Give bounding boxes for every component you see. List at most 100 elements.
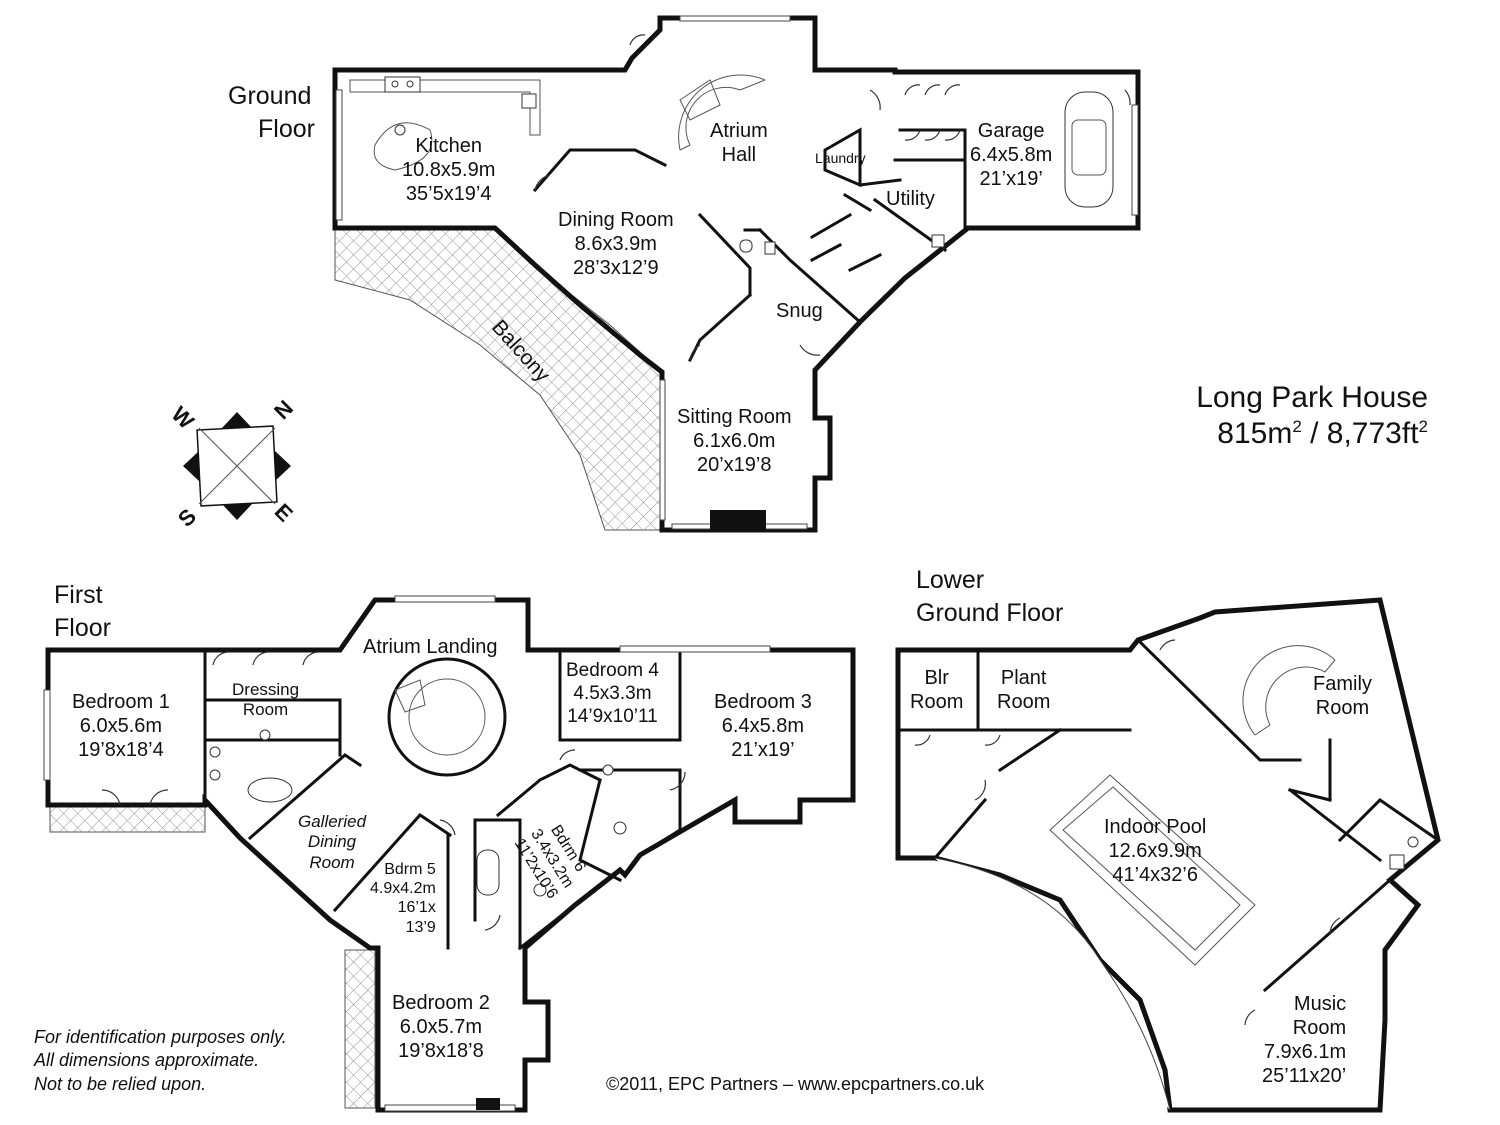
lower-ground-floor-plan: [895, 597, 1441, 1113]
first-floor-title-line2: Floor: [54, 613, 111, 642]
room-label-atrium-hall: Atrium Hall: [710, 119, 768, 167]
music-imperial: 25’11x20’: [1262, 1065, 1347, 1087]
plant-line2: Room: [997, 691, 1051, 713]
bedroom1-name: Bedroom 1: [72, 691, 170, 713]
room-label-snug: Snug: [776, 299, 823, 323]
lower-internal-walls: [896, 637, 1441, 993]
bedroom4-imperial: 14’9x10’11: [567, 705, 658, 727]
family-line1: Family: [1313, 673, 1372, 695]
pool-name: Indoor Pool: [1104, 816, 1207, 838]
lower-floor-title: Lower Ground Floor: [916, 564, 1063, 629]
atrium-landing-name: Atrium Landing: [363, 636, 498, 658]
dressing-line1: Dressing: [232, 680, 300, 699]
sitting-metric: 6.1x6.0m: [693, 430, 776, 452]
room-label-dining: Dining Room 8.6x3.9m 28’3x12’9: [558, 208, 674, 280]
first-floor-title-line1: First: [54, 581, 103, 609]
room-label-bedroom3: Bedroom 3 6.4x5.8m 21’x19’: [714, 690, 812, 762]
bedroom3-metric: 6.4x5.8m: [721, 715, 805, 737]
pool-metric: 12.6x9.9m: [1108, 840, 1202, 862]
room-label-garage: Garage 6.4x5.8m 21’x19’: [970, 119, 1052, 191]
room-label-laundry: Laundry: [815, 150, 866, 167]
ground-outer-wall: [332, 15, 1141, 533]
music-line1: Music: [1293, 993, 1347, 1015]
bedroom2-name: Bedroom 2: [392, 992, 490, 1014]
bedroom4-name: Bedroom 4: [566, 660, 659, 681]
room-label-atrium-landing: Atrium Landing: [363, 635, 498, 659]
lower-floor-title-line2: Ground Floor: [916, 598, 1064, 627]
bedroom3-imperial: 21’x19’: [731, 739, 795, 761]
sitting-room-fireplace: [710, 510, 766, 530]
house-area-metric-exponent: 2: [1292, 417, 1302, 436]
first-outer-wall: [45, 597, 856, 1113]
kitchen-imperial: 35’5x19’4: [405, 183, 492, 205]
room-label-bedroom2: Bedroom 2 6.0x5.7m 19’8x18’8: [392, 991, 490, 1063]
ground-internal-walls: [532, 127, 967, 363]
room-label-dressing: Dressing Room: [232, 680, 299, 721]
first-spiral-stair: [387, 657, 507, 777]
room-label-family: Family Room: [1313, 672, 1372, 720]
music-line2: Room: [1292, 1017, 1347, 1039]
disclaimer-line2: All dimensions approximate.: [34, 1050, 260, 1071]
garage-car-icon: [1064, 91, 1114, 208]
pool-imperial: 41’4x32’6: [1112, 864, 1198, 886]
ground-floor-title-line2: Floor: [258, 114, 315, 143]
music-metric: 7.9x6.1m: [1263, 1041, 1347, 1063]
kitchen-name: Kitchen: [415, 135, 483, 157]
blr-line2: Room: [910, 691, 964, 713]
room-label-plant: Plant Room: [997, 666, 1050, 714]
utility-name: Utility: [886, 188, 935, 210]
galleried-line1: Galleried: [298, 812, 367, 831]
room-label-bedroom4: Bedroom 4 4.5x3.3m 14’9x10’11: [566, 660, 659, 728]
plant-line1: Plant: [1000, 667, 1047, 689]
bdrm5-name: Bdrm 5: [384, 861, 436, 878]
atrium-hall-line1: Atrium: [710, 120, 768, 142]
family-line2: Room: [1315, 697, 1370, 719]
room-label-bdrm5: Bdrm 5 4.9x4.2m 16’1x 13’9: [370, 860, 436, 937]
disclaimer-line3: Not to be relied upon.: [34, 1073, 207, 1094]
dining-imperial: 28’3x12’9: [572, 257, 659, 279]
blr-line1: Blr: [924, 667, 949, 689]
compass-rose: [183, 412, 291, 520]
indoor-pool-outline: [1049, 774, 1256, 966]
house-title-block: Long Park House 815m2 / 8,773ft2: [1170, 380, 1428, 452]
first-floor-plan: [43, 595, 856, 1113]
bedroom2-imperial: 19’8x18’8: [398, 1040, 484, 1062]
bdrm5-imperial-1: 16’1x: [397, 899, 436, 917]
room-label-utility: Utility: [886, 187, 935, 211]
galleried-line3: Room: [309, 852, 355, 872]
ground-floor-title-line1: Ground: [228, 82, 312, 110]
dining-metric: 8.6x3.9m: [574, 233, 657, 255]
first-floor-title: First Floor: [54, 579, 111, 644]
kitchen-metric: 10.8x5.9m: [402, 159, 496, 181]
bedroom1-imperial: 19’8x18’4: [78, 739, 164, 761]
room-label-pool: Indoor Pool 12.6x9.9m 41’4x32’6: [1104, 815, 1206, 887]
sitting-imperial: 20’x19’8: [696, 454, 772, 476]
room-label-music: Music Room 7.9x6.1m 25’11x20’: [1262, 992, 1346, 1088]
ground-floor-title: Ground Floor: [228, 80, 315, 145]
house-area-imperial-exponent: 2: [1418, 417, 1428, 436]
atrium-hall-line2: Hall: [721, 144, 757, 166]
room-label-sitting: Sitting Room 6.1x6.0m 20’x19’8: [677, 405, 792, 477]
room-label-blr: Blr Room: [910, 666, 963, 714]
sitting-name: Sitting Room: [677, 406, 792, 428]
lower-spiral-stair: [1242, 645, 1336, 736]
house-area: 815m2 / 8,773ft2: [1170, 416, 1428, 452]
galleried-line2: Dining: [307, 832, 357, 852]
garage-metric: 6.4x5.8m: [970, 144, 1053, 166]
lower-floor-title-line1: Lower: [916, 566, 985, 594]
house-name: Long Park House: [1196, 381, 1428, 414]
lower-outer-wall: [895, 597, 1441, 1113]
ground-spiral-stair: [678, 74, 766, 151]
copyright-credit: ©2011, EPC Partners – www.epcpartners.co…: [606, 1074, 985, 1094]
room-label-kitchen: Kitchen 10.8x5.9m 35’5x19’4: [402, 134, 495, 206]
dining-name: Dining Room: [558, 209, 674, 231]
bedroom1-metric: 6.0x5.6m: [79, 715, 163, 737]
room-label-galleried: Galleried Dining Room: [298, 812, 366, 873]
disclaimer-line1: For identification purposes only.: [34, 1027, 287, 1047]
bedroom2-metric: 6.0x5.7m: [399, 1016, 483, 1038]
ground-floor-plan: [332, 15, 1141, 533]
room-label-bedroom1: Bedroom 1 6.0x5.6m 19’8x18’4: [72, 690, 170, 762]
bedroom3-name: Bedroom 3: [714, 691, 812, 713]
house-area-metric: 815m: [1217, 417, 1293, 450]
